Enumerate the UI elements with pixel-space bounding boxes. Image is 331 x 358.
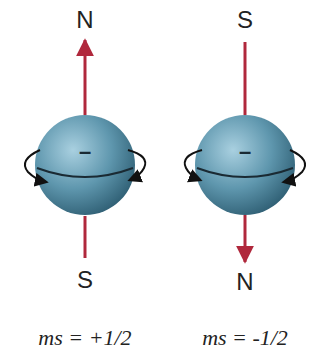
pole-label: N [76,8,93,32]
charge-sign: – [239,141,251,163]
spin-down-figure [185,42,305,262]
spin-up-figure [25,40,145,258]
charge-sign: – [79,141,91,163]
pole-label: S [237,8,253,32]
pole-label: N [236,270,253,294]
spin-quantum-number: ms = +1/2 [38,327,131,349]
spin-quantum-number: ms = -1/2 [202,327,288,349]
pole-label: S [77,268,93,292]
